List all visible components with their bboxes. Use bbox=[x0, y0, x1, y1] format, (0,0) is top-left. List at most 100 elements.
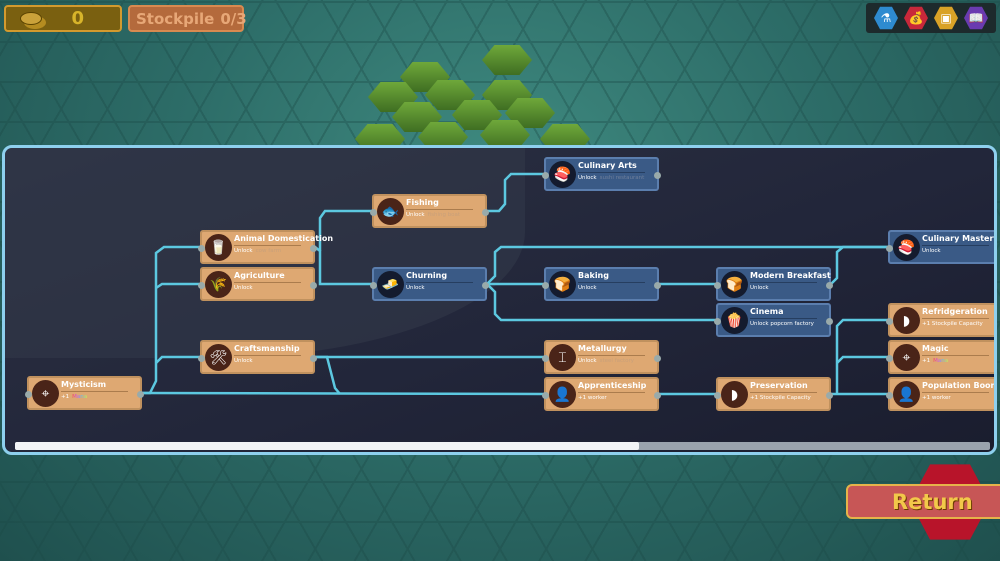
return-button[interactable]: Return bbox=[846, 484, 1000, 519]
tech-title: Culinary Mastery bbox=[922, 234, 997, 243]
tech-node-craftsmanship[interactable]: 🛠 Craftsmanship Unlock bbox=[198, 340, 317, 374]
tech-node-culinary-mastery[interactable]: 🍣 Culinary Mastery Unlock bbox=[886, 230, 997, 264]
tech-description: Unlock bbox=[234, 358, 256, 364]
tech-node-population-boom[interactable]: 👤 Population Boom +1 worker bbox=[886, 377, 994, 411]
crate-icon: ▣ bbox=[940, 11, 952, 25]
tech-unlock-target: cow farm bbox=[255, 248, 282, 254]
tech-title: Mysticism bbox=[61, 380, 107, 389]
tech-link bbox=[836, 355, 888, 364]
tech-title: Animal Domestication bbox=[234, 234, 334, 243]
output-socket bbox=[654, 172, 661, 179]
divider bbox=[578, 392, 645, 393]
tech-title: Modern Breakfast bbox=[750, 271, 831, 280]
tech-title: Cinema bbox=[750, 307, 784, 316]
research-button[interactable]: ⚗ bbox=[874, 6, 898, 30]
tech-effect: +1 Stockpile Capacity bbox=[750, 395, 811, 401]
tech-description: Unlock popcorn factory bbox=[750, 321, 817, 327]
divider bbox=[234, 355, 301, 356]
tech-description: Unlock bbox=[922, 248, 944, 254]
menu-buttons: ⚗💰 ▣ 📖 bbox=[866, 3, 996, 33]
tech-link bbox=[155, 355, 200, 364]
horizontal-scrollbar[interactable] bbox=[15, 442, 990, 450]
tech-node-churning[interactable]: 🧈 Churning Unlock bbox=[370, 267, 489, 301]
tech-effect: +1 worker bbox=[922, 395, 951, 401]
person-icon: 👤 bbox=[893, 381, 920, 408]
output-socket bbox=[310, 245, 317, 252]
divider bbox=[406, 209, 473, 210]
tech-unlock-target: fishing boat bbox=[427, 212, 461, 218]
tech-link bbox=[318, 209, 372, 251]
bag-button[interactable]: 💰 bbox=[904, 6, 928, 30]
output-socket bbox=[310, 355, 317, 362]
input-socket bbox=[714, 392, 721, 399]
scrollbar-thumb[interactable] bbox=[15, 442, 639, 450]
stockpile-label: Stockpile bbox=[136, 10, 215, 28]
tech-effect: Unlock bbox=[234, 248, 253, 254]
divider bbox=[406, 282, 473, 283]
tech-title: Magic bbox=[922, 344, 949, 353]
tech-title: Preservation bbox=[750, 381, 808, 390]
tech-effect: +1 bbox=[61, 394, 70, 400]
wheat-icon: 🌾 bbox=[205, 271, 232, 298]
tech-node-apprenticeship[interactable]: 👤 Apprenticeship +1 worker bbox=[542, 377, 661, 411]
tech-effect: Unlock bbox=[406, 212, 425, 218]
input-socket bbox=[542, 172, 549, 179]
bread-icon: 🍞 bbox=[549, 271, 576, 298]
tech-unlock-target: Mana bbox=[72, 394, 88, 400]
tech-link bbox=[142, 245, 200, 395]
tech-description: +1 worker bbox=[922, 395, 954, 401]
tech-link bbox=[314, 246, 372, 286]
sushi-icon: 🍣 bbox=[893, 234, 920, 261]
tech-node-modern-breakfast[interactable]: 🍞 Modern Breakfast Unlock bbox=[714, 267, 833, 301]
sushi-icon: 🍣 bbox=[549, 161, 576, 188]
person-icon: 👤 bbox=[549, 381, 576, 408]
tech-effect: Unlock bbox=[922, 248, 941, 254]
tech-description: Unlock bbox=[578, 285, 600, 291]
input-socket bbox=[370, 282, 377, 289]
book-button[interactable]: 📖 bbox=[964, 6, 988, 30]
input-socket bbox=[714, 318, 721, 325]
tech-node-cinema[interactable]: 🍿 Cinema Unlock popcorn factory bbox=[714, 303, 833, 337]
coin-counter: 0 bbox=[4, 5, 122, 32]
input-socket bbox=[714, 282, 721, 289]
fish-icon: 🐟 bbox=[377, 198, 404, 225]
tech-effect: Unlock bbox=[234, 358, 253, 364]
tools-icon: 🛠 bbox=[205, 344, 232, 371]
input-socket bbox=[542, 355, 549, 362]
tech-effect: Unlock popcorn factory bbox=[750, 321, 814, 327]
crosshair-icon: ⌖ bbox=[32, 380, 59, 407]
book-icon: 📖 bbox=[968, 11, 984, 25]
divider bbox=[234, 245, 301, 246]
output-socket bbox=[826, 282, 833, 289]
divider bbox=[922, 355, 989, 356]
tech-title: Apprenticeship bbox=[578, 381, 647, 390]
tech-title: Baking bbox=[578, 271, 609, 280]
output-socket bbox=[137, 391, 144, 398]
tech-node-baking[interactable]: 🍞 Baking Unlock bbox=[542, 267, 661, 301]
tech-node-refridgeration[interactable]: ◗ Refridgeration +1 Stockpile Capacity bbox=[886, 303, 994, 337]
tech-effect: +1 worker bbox=[578, 395, 607, 401]
tech-title: Churning bbox=[406, 271, 448, 280]
tech-tree-links bbox=[141, 172, 888, 396]
output-socket bbox=[654, 392, 661, 399]
tech-description: +1 Stockpile Capacity bbox=[750, 395, 814, 401]
tech-effect: Unlock bbox=[578, 285, 597, 291]
tech-link bbox=[830, 245, 888, 285]
storage-button[interactable]: ▣ bbox=[934, 6, 958, 30]
input-socket bbox=[198, 355, 205, 362]
tech-node-preservation[interactable]: ◗ Preservation +1 Stockpile Capacity bbox=[714, 377, 833, 411]
tech-title: Culinary Arts bbox=[578, 161, 637, 170]
divider bbox=[578, 172, 645, 173]
tech-link bbox=[487, 172, 544, 213]
tech-node-agriculture[interactable]: 🌾 Agriculture Unlock bbox=[198, 267, 317, 301]
bag-icon: ◗ bbox=[721, 381, 748, 408]
input-socket bbox=[886, 355, 893, 362]
